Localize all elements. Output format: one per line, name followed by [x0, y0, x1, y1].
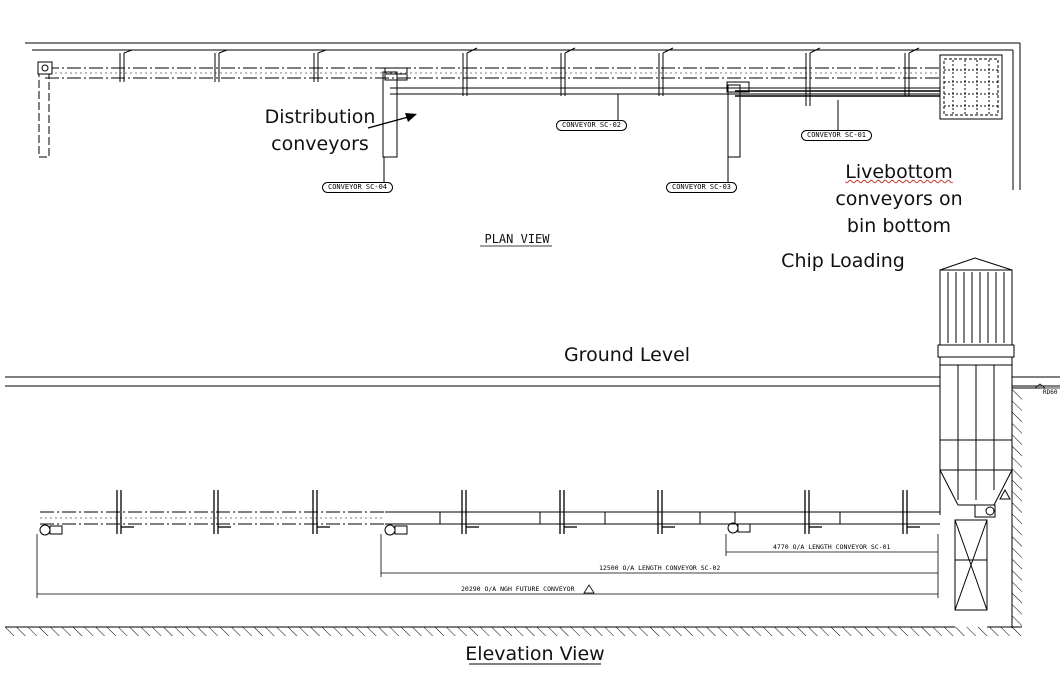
- tag-conveyor-sc01: CONVEYOR SC-01: [801, 130, 873, 141]
- livebottom-label: Livebottom conveyors on bin bottom: [826, 159, 972, 233]
- conveyor-sc01-plan: [735, 90, 940, 97]
- plan-view-title: PLAN VIEW: [484, 232, 550, 246]
- tag-conveyor-sc03: CONVEYOR SC-03: [666, 182, 738, 193]
- elevation-view: [39, 490, 940, 536]
- livebottom-line2: conveyors on: [835, 188, 963, 210]
- conveyor-left-vertical: [38, 69, 50, 158]
- plan-view: [25, 42, 1021, 190]
- distribution-line2: conveyors: [271, 133, 369, 155]
- dimension-lines: [36, 534, 939, 598]
- future-conveyor-plan: [45, 67, 940, 79]
- dim-future-length: 20290 O/A NGH FUTURE CONVEYOR: [460, 585, 576, 593]
- tag-conveyor-sc02: CONVEYOR SC-02: [556, 120, 628, 131]
- plan-supports: [119, 47, 920, 106]
- livebottom-line1: Livebottom: [845, 161, 953, 183]
- conveyor-sc04-plan: [382, 67, 408, 158]
- elevation-mark: RD60: [1042, 389, 1059, 396]
- dim-sc02-length: 12500 O/A LENGTH CONVEYOR SC-02: [598, 564, 722, 572]
- bottom-ground: [5, 626, 1022, 636]
- distribution-conveyors-label: Distribution conveyors: [252, 104, 388, 158]
- ground-level-lines: [5, 376, 1060, 387]
- dim-sc01-length: 4770 O/A LENGTH CONVEYOR SC-01: [772, 543, 892, 551]
- conveyor-sc03-plan: [726, 81, 750, 158]
- livebottom-line3: bin bottom: [846, 215, 952, 233]
- conveyor-sc02-plan: [390, 87, 940, 95]
- chip-loading-label: Chip Loading: [781, 250, 905, 272]
- retaining-wall: [1011, 387, 1040, 628]
- bin-elevation: [937, 257, 1015, 611]
- elevation-view-title: Elevation View: [465, 643, 605, 665]
- bin-plan: [939, 54, 1003, 120]
- ground-level-label: Ground Level: [563, 344, 691, 366]
- distribution-line1: Distribution: [264, 106, 376, 128]
- tag-conveyor-sc04: CONVEYOR SC-04: [322, 182, 394, 193]
- datum-marker: [1022, 383, 1060, 389]
